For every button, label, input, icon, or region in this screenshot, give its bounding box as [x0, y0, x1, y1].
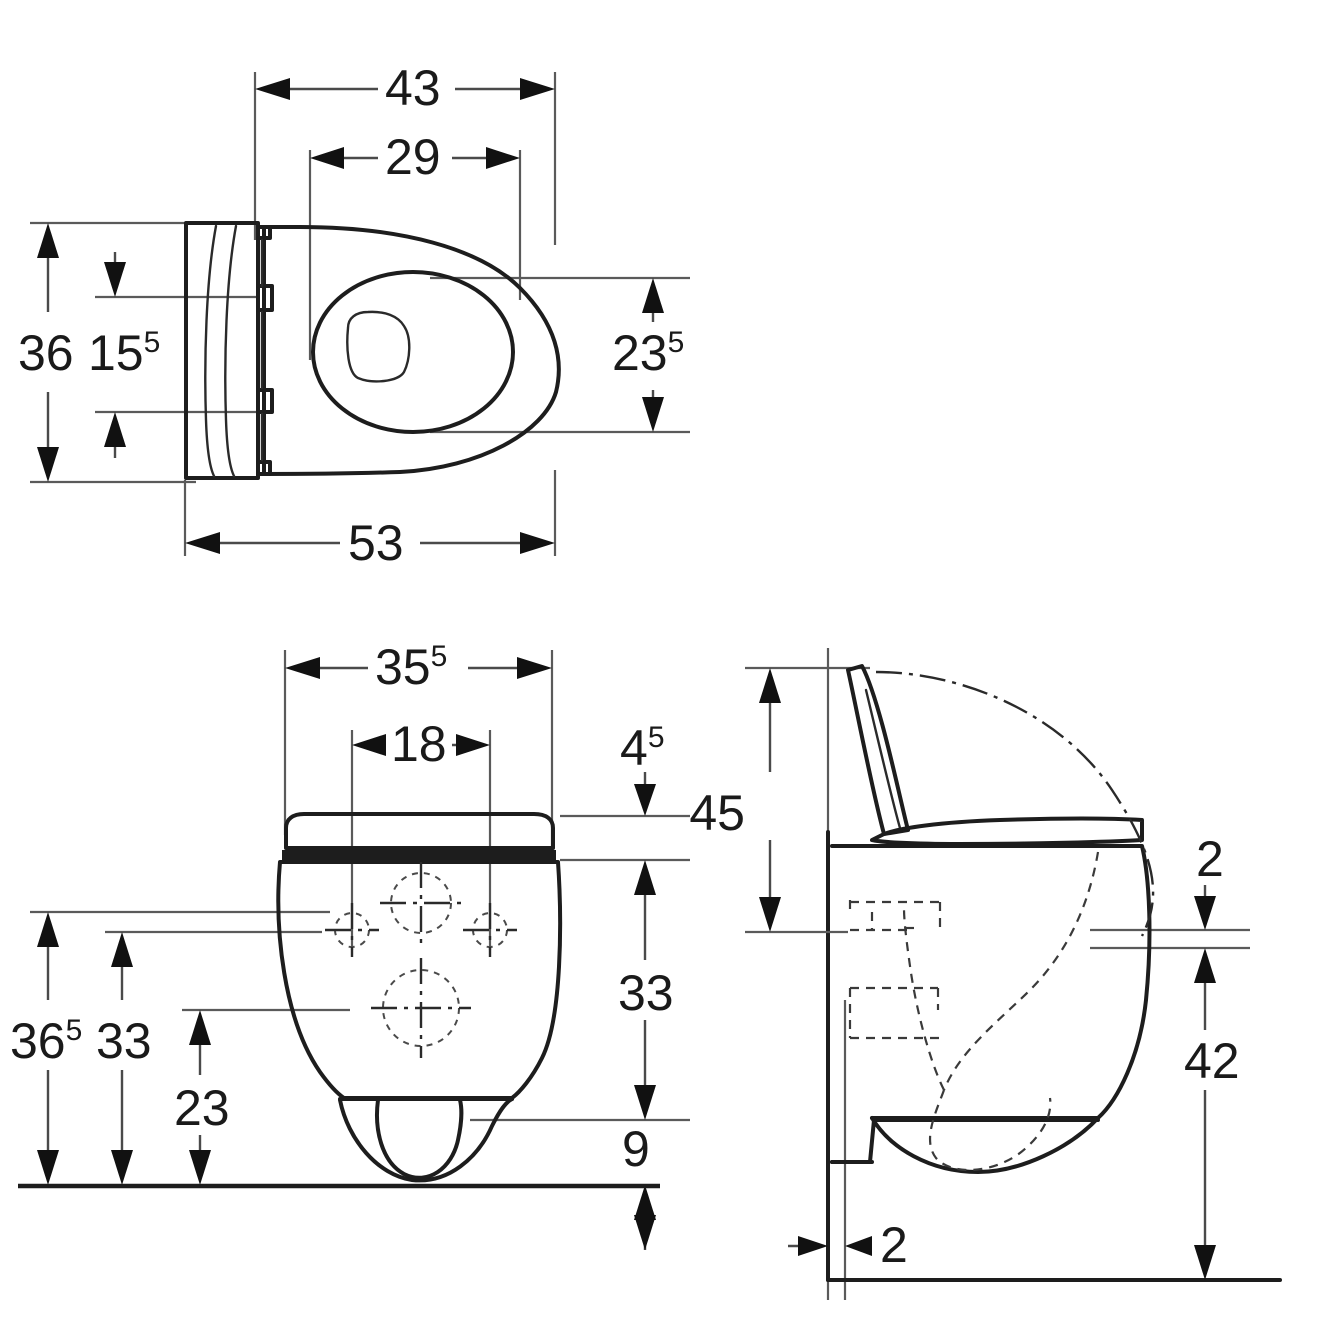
side-view-extension-lines	[745, 666, 1250, 950]
dim-label-top-23-5: 235	[612, 325, 684, 381]
top-view-object-outline	[184, 221, 561, 480]
dim-label-side-rim-2: 2	[1196, 831, 1224, 887]
dim-label-front-35-5: 355	[375, 639, 447, 695]
dim-top-depth-15-5: 155	[88, 252, 160, 458]
front-view-seat-gasket	[282, 850, 556, 861]
dim-label-side-offset-2: 2	[880, 1217, 908, 1273]
side-view-hidden-internals	[848, 851, 1100, 1172]
side-view-lid-swing-arc	[875, 670, 1155, 937]
top-view-extension-lines	[30, 72, 690, 556]
dim-front-lower-fixing-23: 23	[174, 1010, 230, 1185]
front-view-extension-lines	[30, 650, 690, 1122]
side-view-object-outline	[830, 664, 1155, 1174]
dim-label-top-43: 43	[385, 60, 441, 116]
dim-front-fixing-18: 18	[352, 716, 490, 772]
dim-label-side-42: 42	[1184, 1033, 1240, 1089]
dim-label-side-45: 45	[689, 785, 745, 841]
dim-front-seat-4-5: 45	[620, 720, 665, 816]
top-view-group: 43 29 53	[18, 60, 690, 571]
dim-top-width-43: 43	[255, 60, 555, 116]
front-view-floor-arrow	[634, 1215, 656, 1250]
dim-label-top-53: 53	[348, 515, 404, 571]
dim-top-depth-23-5: 235	[612, 278, 684, 432]
dim-front-outlet-9: 9	[622, 1121, 656, 1250]
front-view-outlet-target	[371, 958, 471, 1058]
front-view-fixing-target-right	[463, 903, 517, 957]
dim-side-projection-42: 42	[1184, 948, 1240, 1280]
dim-label-front-left-33: 33	[96, 1013, 152, 1069]
dim-label-top-15-5: 155	[88, 325, 160, 381]
dim-front-fixing-33: 33	[96, 932, 152, 1185]
dim-front-top-36-5: 365	[10, 912, 82, 1185]
dim-top-depth-36: 36	[18, 223, 74, 482]
dim-label-top-29: 29	[385, 129, 441, 185]
dim-side-wall-offset-2: 2	[788, 1217, 908, 1273]
dim-top-width-29: 29	[310, 129, 520, 185]
dim-label-front-9: 9	[622, 1121, 650, 1177]
side-view-reference-lines	[826, 648, 847, 1300]
dim-label-top-36: 36	[18, 325, 74, 381]
dim-top-length-53: 53	[185, 515, 555, 571]
dim-label-front-33: 33	[618, 965, 674, 1021]
front-view-object-outline	[276, 812, 563, 1183]
dim-label-front-23: 23	[174, 1080, 230, 1136]
front-view-fixing-target-upper-center	[380, 862, 462, 944]
dim-label-front-18: 18	[391, 716, 447, 772]
dim-side-lid-45: 45	[689, 668, 781, 932]
front-view-group: 355 18 45 33	[10, 639, 690, 1250]
side-view-group: 45 2 42 2	[689, 648, 1282, 1300]
dim-front-body-33: 33	[618, 860, 674, 1120]
dim-label-front-36-5: 365	[10, 1013, 82, 1069]
front-view-fixing-target-left	[325, 903, 379, 957]
dim-side-rim-2: 2	[1194, 831, 1224, 930]
dim-front-width-35-5: 355	[285, 639, 552, 695]
dim-label-front-4-5: 45	[620, 720, 665, 776]
